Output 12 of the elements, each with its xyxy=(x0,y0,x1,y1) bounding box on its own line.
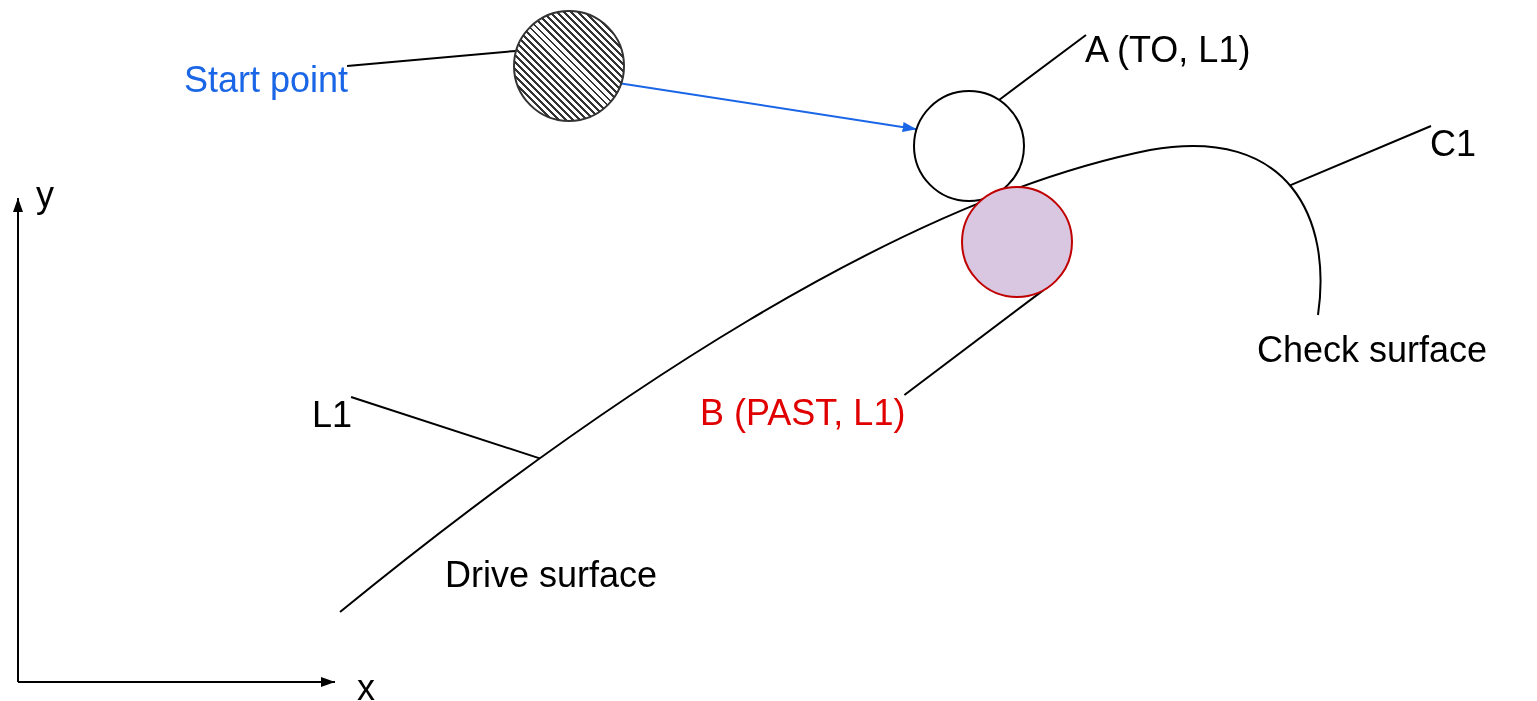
surface-label: Drive surface xyxy=(445,555,658,595)
start-label: Start point xyxy=(184,60,349,100)
leader-line xyxy=(350,396,541,460)
axis-label: x xyxy=(357,668,375,701)
position-label: B (PAST, L1) xyxy=(700,393,906,433)
leader-line xyxy=(1289,125,1432,187)
position-label: A (TO, L1) xyxy=(1085,30,1251,70)
leader-line xyxy=(998,34,1087,101)
curve-label: C1 xyxy=(1430,124,1477,164)
line-label: L1 xyxy=(312,395,353,435)
axis-label: y xyxy=(36,175,54,215)
surface-label: Check surface xyxy=(1257,330,1488,370)
